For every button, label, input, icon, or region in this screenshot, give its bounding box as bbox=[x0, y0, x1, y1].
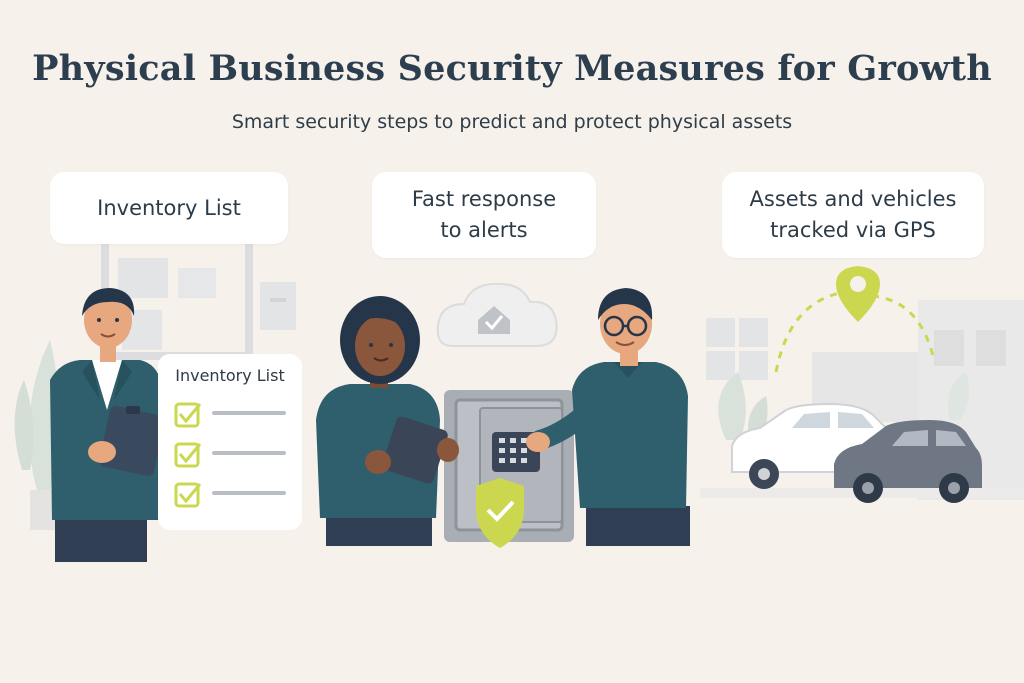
gps-tracking-line1: Assets and vehicles bbox=[749, 187, 957, 211]
inventory-man-figure bbox=[50, 288, 165, 562]
cloud-home-icon bbox=[436, 282, 558, 347]
woman-with-tablet-figure bbox=[316, 296, 459, 546]
checkbox-icon bbox=[174, 402, 202, 428]
gps-tracking-line2: tracked via GPS bbox=[770, 218, 936, 242]
fast-response-line2: to alerts bbox=[440, 218, 528, 242]
inventory-list-card: Inventory List bbox=[50, 172, 288, 244]
checkbox-icon bbox=[174, 482, 202, 508]
inventory-list-label: Inventory List bbox=[97, 195, 241, 220]
page-title: Physical Business Security Measures for … bbox=[32, 48, 992, 89]
gps-tracking-card: Assets and vehicles tracked via GPS bbox=[722, 172, 984, 258]
fast-response-card: Fast response to alerts bbox=[372, 172, 596, 258]
plant-right bbox=[718, 372, 969, 446]
page-subtitle: Smart security steps to predict and prot… bbox=[231, 111, 793, 133]
shield-check-icon bbox=[476, 478, 524, 548]
man-with-glasses-figure bbox=[526, 288, 690, 546]
checkbox-icon bbox=[174, 442, 202, 468]
inventory-checklist bbox=[158, 354, 302, 530]
gray-car bbox=[834, 420, 982, 503]
map-pin-icon bbox=[836, 266, 880, 322]
fast-response-line1: Fast response bbox=[411, 187, 557, 211]
shelf-background bbox=[101, 232, 296, 360]
gps-route bbox=[774, 290, 936, 373]
clipboard-title: Inventory List bbox=[175, 366, 285, 385]
